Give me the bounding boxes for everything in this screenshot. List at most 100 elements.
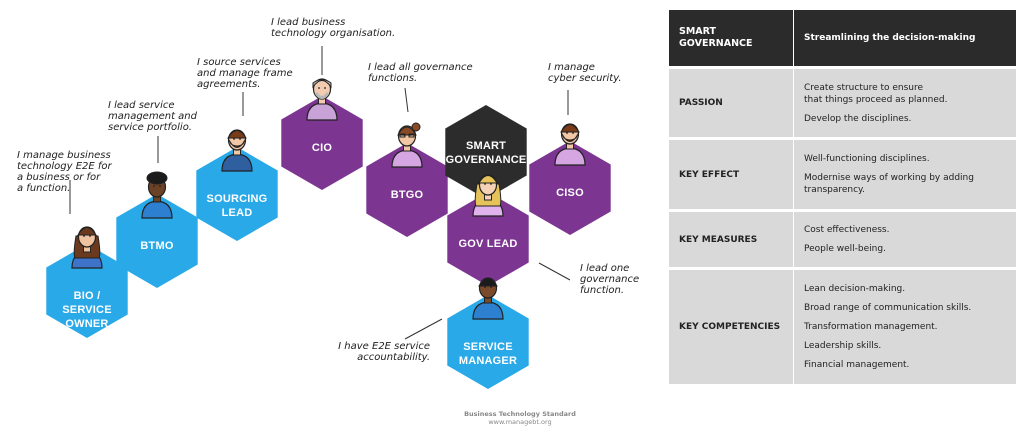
annotation-btmo: I lead service management and service po… [108,100,197,133]
hexagon-label: CISO [556,187,584,199]
person-eye [403,134,405,136]
person-eye [484,183,486,185]
row-value: Modernise ways of working by adding tran… [804,173,974,195]
person-hair [478,175,498,184]
person-avatar-btmo [141,171,173,219]
person-hair [478,278,498,287]
hexagon-label: LEAD [222,207,253,219]
person-beard [228,139,246,148]
person-hair [312,79,332,89]
person-eye [83,235,85,237]
hexagon-label: BIO / [74,290,101,302]
person-avatar-sm [472,277,504,320]
person-hair [146,171,168,185]
row-key: KEY MEASURES [669,209,794,269]
hexagon-label: SOURCING [207,193,268,205]
person-eye [89,235,91,237]
hexagon-shape [445,105,527,199]
person-beard [314,92,330,99]
person-eye [324,87,326,89]
line-gov [538,262,571,281]
role-hexagons: BIO / SERVICE OWNER BTMO SOURCING LEAD CIO BTGO… [46,78,611,389]
hexagon-label: BTMO [140,240,173,252]
person-avatar-cio [306,78,338,121]
hexagon-shape [281,96,363,190]
hexagon-shape [447,192,529,286]
leader-lines [69,46,571,340]
hexagon-label: SERVICE [463,341,513,353]
annotation-service-manager: I have E2E service accountability. [338,341,430,363]
line-btgo [404,87,409,113]
row-key: PASSION [669,66,794,139]
hexagon-gov: GOV LEAD [447,174,529,286]
hexagon-cio: CIO [281,78,363,190]
row-values: Create structure to ensure that things p… [793,66,1016,139]
hexagon-btmo: BTMO [116,171,198,288]
row-value: Create structure to ensure that things p… [804,82,948,105]
person-beard [561,133,579,142]
person-avatar-btgo [391,122,423,168]
footer: Business Technology Standard www.manageb… [440,410,600,426]
row-key: KEY COMPETENCIES [669,267,794,384]
person-eye [409,134,411,136]
person-eye [490,183,492,185]
footer-url: www.managebt.org [488,418,552,426]
row-value: Financial management. [804,359,910,370]
person-eye [159,185,161,187]
person-hair-bun [411,122,421,132]
hexagon-label: SMART [466,140,506,152]
smart-governance-table: SMART GOVERNANCE Streamlining the decisi… [669,10,1016,384]
row-value: Well-functioning disciplines. [804,154,930,164]
person-eye [566,132,568,134]
hexagon-label: OWNER [65,318,108,330]
table-row-passion: PASSION Create structure to ensure that … [669,66,1016,139]
person-glasses [399,133,406,138]
hexagon-smart: SMART GOVERNANCE [445,105,527,199]
table-row-key-measures: KEY MEASURES Cost effectiveness. People … [669,209,1016,269]
row-value: Broad range of communication skills. [804,302,972,313]
table-row-key-effect: KEY EFFECT Well-functioning disciplines.… [669,137,1016,211]
table-header-motto: Streamlining the decision-making [793,10,1016,68]
person-hair [397,126,417,136]
annotation-cio: I lead business technology organisation. [271,17,396,39]
row-values: Cost effectiveness. People well-being. [793,209,1016,269]
hexagon-shape [447,295,529,389]
line-sm [404,318,443,340]
row-values: Lean decision-making. Broad range of com… [793,267,1016,384]
hexagon-sm: SERVICE MANAGER [447,277,529,389]
hexagon-shape [196,147,278,241]
person-hair [560,124,580,133]
person-hair [77,227,97,236]
annotation-gov-lead: I lead one governance function. [580,263,640,296]
person-avatar-ciso [554,123,586,166]
role-hexagon-diagram: BIO / SERVICE OWNER BTMO SOURCING LEAD CIO BTGO… [46,46,611,389]
person-glasses [408,133,415,138]
hexagon-ciso: CISO [529,123,611,235]
annotation-btgo: I lead all governance functions. [368,62,473,84]
hexagon-bio: BIO / SERVICE OWNER [46,226,128,338]
hexagon-shape [529,141,611,235]
hexagon-label: GOV LEAD [458,238,517,250]
person-eye [318,87,320,89]
row-key: KEY EFFECT [669,137,794,211]
hexagon-btgo: BTGO [366,122,448,237]
person-eye [484,286,486,288]
hexagon-label: CIO [312,142,332,154]
hexagon-label: MANAGER [459,355,517,367]
person-eye [233,138,235,140]
person-eye [153,185,155,187]
hexagon-shape [46,244,128,338]
person-hair [227,130,247,139]
person-avatar-gov [472,174,504,217]
person-avatar-sourcing [221,129,253,172]
hexagon-label: SERVICE [62,304,112,316]
hexagon-label: GOVERNANCE [446,154,527,166]
person-avatar-bio [71,226,103,269]
row-value: Cost effectiveness. [804,225,890,235]
row-value: Develop the disciplines. [804,113,912,124]
hexagon-shape [366,143,448,237]
row-value: Lean decision-making. [804,283,906,294]
hexagon-label: BTGO [391,189,424,201]
hexagon-shape [116,194,198,288]
footer-title: Business Technology Standard [464,410,576,418]
